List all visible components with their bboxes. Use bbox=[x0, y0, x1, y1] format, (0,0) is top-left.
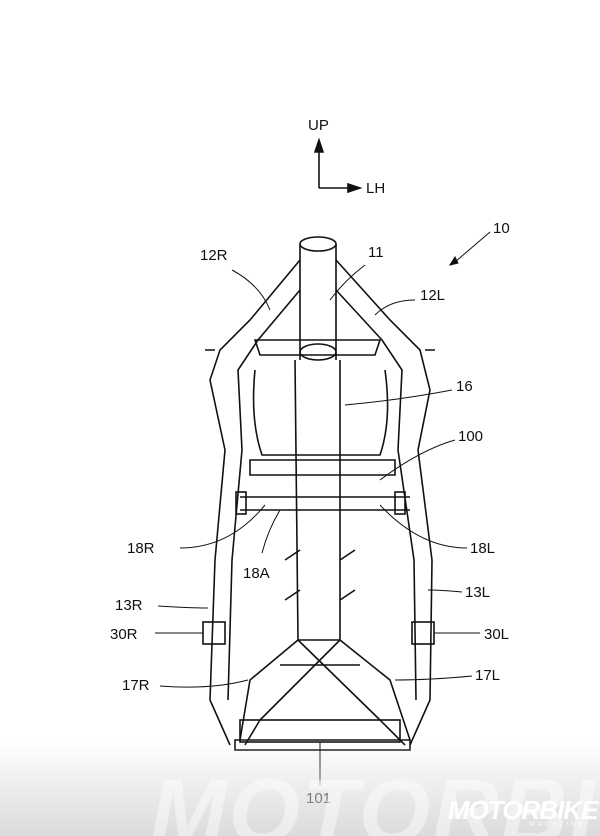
label-18A: 18A bbox=[243, 565, 270, 582]
label-11: 11 bbox=[368, 244, 384, 261]
label-100: 100 bbox=[458, 428, 484, 445]
label-17R: 17R bbox=[122, 677, 150, 694]
watermark-fade bbox=[0, 740, 600, 836]
watermark-large: MOTORBIKE bbox=[150, 761, 600, 836]
label-18L: 18L bbox=[470, 540, 496, 557]
label-17L: 17L bbox=[475, 667, 501, 684]
label-13L: 13L bbox=[465, 584, 491, 601]
axis-lh-label: LH bbox=[366, 180, 386, 197]
label-12L: 12L bbox=[420, 287, 446, 304]
motorbike-logo: MOTORBIKE bbox=[448, 795, 598, 825]
label-10: 10 bbox=[493, 220, 510, 237]
motorbike-logo-sub: MAGAZINE bbox=[530, 822, 586, 828]
label-30L: 30L bbox=[484, 626, 510, 643]
label-13R: 13R bbox=[115, 597, 143, 614]
axis-up-label: UP bbox=[308, 117, 329, 134]
frame-outline bbox=[202, 236, 435, 751]
label-18R: 18R bbox=[127, 540, 155, 557]
label-12R: 12R bbox=[200, 247, 228, 264]
label-30R: 30R bbox=[110, 626, 138, 643]
leader-lines bbox=[155, 231, 491, 785]
direction-arrows bbox=[313, 137, 363, 194]
label-16: 16 bbox=[456, 378, 473, 395]
